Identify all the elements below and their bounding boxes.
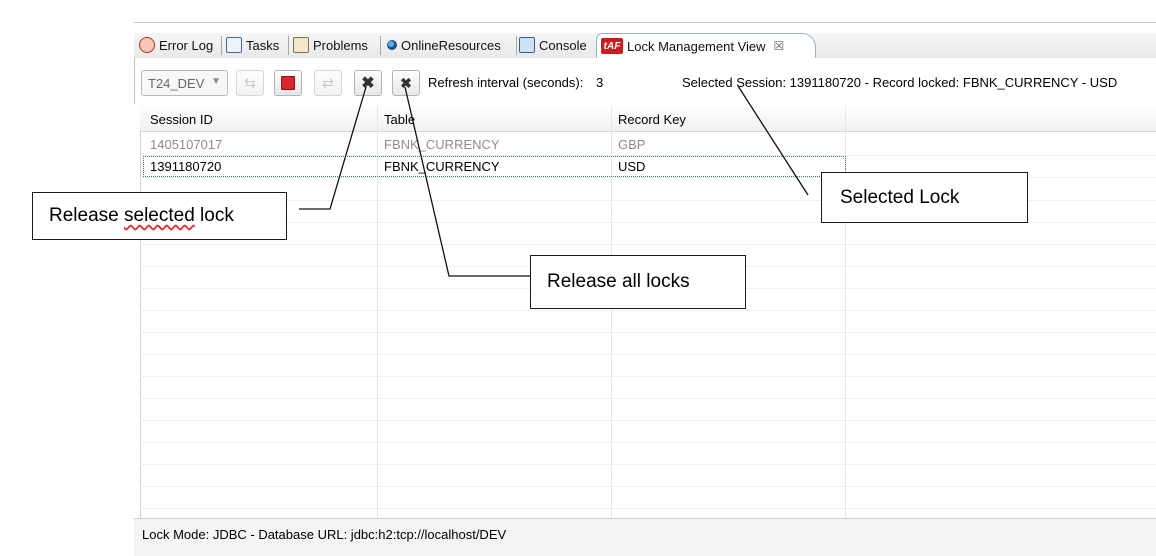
chevron-down-icon: ▼ bbox=[211, 76, 221, 87]
tab-label: Lock Management View bbox=[627, 38, 766, 54]
tab-problems[interactable]: Problems bbox=[290, 33, 381, 57]
tab-label: Error Log bbox=[159, 37, 214, 53]
tab-label: OnlineResources bbox=[401, 37, 501, 53]
refresh-interval-input[interactable] bbox=[594, 72, 668, 92]
online-resources-icon bbox=[387, 40, 397, 50]
table-gridline bbox=[140, 222, 1156, 223]
stop-button[interactable] bbox=[274, 70, 302, 96]
tab-label: Tasks bbox=[246, 37, 280, 53]
error-log-icon bbox=[139, 37, 155, 53]
tab-lock-management-view[interactable]: tAF Lock Management View ☒ bbox=[596, 33, 816, 58]
table-gridline bbox=[140, 464, 1156, 465]
callout-release-all-locks: Release all locks bbox=[530, 255, 746, 309]
tab-tasks[interactable]: Tasks bbox=[223, 33, 289, 57]
tab-label: Console bbox=[539, 37, 587, 53]
environment-value: T24_DEV bbox=[148, 75, 205, 91]
release-selected-lock-button[interactable]: ✖ bbox=[354, 70, 382, 96]
callout-text-c: lock bbox=[194, 205, 234, 226]
cell-table: FBNK_CURRENCY bbox=[384, 137, 500, 152]
callout-text: Release all locks bbox=[547, 271, 690, 292]
table-gridline bbox=[140, 332, 1156, 333]
table-gridline bbox=[140, 420, 1156, 421]
taf-icon: tAF bbox=[601, 38, 623, 54]
close-icon[interactable]: ☒ bbox=[773, 39, 785, 53]
column-header-table[interactable]: Table bbox=[384, 112, 416, 127]
tab-label: Problems bbox=[313, 37, 368, 53]
table-gridline bbox=[140, 310, 1156, 311]
table-row[interactable]: 1405107017 FBNK_CURRENCY GBP bbox=[140, 134, 1156, 156]
callout-text: Selected Lock bbox=[840, 186, 960, 208]
table-gridline bbox=[140, 486, 1156, 487]
cell-session-id: 1391180720 bbox=[150, 159, 222, 174]
view-tab-bar: Error Log Tasks Problems OnlineResources… bbox=[134, 33, 1156, 59]
callout-text-b: selected bbox=[124, 205, 195, 226]
callout-selected-lock: Selected Lock bbox=[821, 172, 1028, 223]
tasks-icon bbox=[226, 37, 242, 53]
problems-icon bbox=[293, 37, 309, 53]
cell-table: FBNK_CURRENCY bbox=[384, 159, 500, 174]
connect-button[interactable]: ⇆ bbox=[236, 70, 264, 96]
column-header-record-key[interactable]: Record Key bbox=[618, 112, 686, 127]
table-gridline bbox=[140, 244, 1156, 245]
selected-lock-info: Selected Session: 1391180720 - Record lo… bbox=[682, 75, 1118, 90]
environment-select[interactable]: T24_DEV ▼ bbox=[141, 70, 228, 96]
tab-console[interactable]: Console bbox=[516, 33, 595, 57]
cell-record-key: GBP bbox=[618, 137, 646, 152]
console-icon bbox=[519, 37, 535, 53]
callout-text-a: Release bbox=[49, 205, 124, 226]
table-gridline bbox=[140, 442, 1156, 443]
table-gridline bbox=[140, 354, 1156, 355]
connect-icon: ⇆ bbox=[244, 74, 256, 91]
table-gridline bbox=[140, 508, 1156, 509]
column-header-session-id[interactable]: Session ID bbox=[150, 112, 213, 127]
release-lock-icon: ✖ bbox=[361, 75, 375, 92]
callout-release-selected-lock: Release selected lock bbox=[32, 192, 287, 240]
tab-online-resources[interactable]: OnlineResources bbox=[382, 33, 517, 57]
table-gridline bbox=[140, 398, 1156, 399]
stop-icon bbox=[281, 76, 295, 90]
release-all-locks-button[interactable]: ✖ bbox=[392, 70, 420, 96]
refresh-icon: ⇄ bbox=[322, 74, 334, 91]
table-gridline bbox=[140, 200, 1156, 201]
tab-error-log[interactable]: Error Log bbox=[136, 33, 222, 57]
refresh-button[interactable]: ⇄ bbox=[314, 70, 342, 96]
cell-record-key: USD bbox=[618, 159, 646, 174]
cell-session-id: 1405107017 bbox=[150, 137, 223, 152]
release-all-icon: ✖ bbox=[400, 74, 412, 91]
status-bar bbox=[134, 518, 1156, 556]
status-text: Lock Mode: JDBC - Database URL: jdbc:h2:… bbox=[142, 527, 507, 542]
refresh-interval-label: Refresh interval (seconds): bbox=[428, 75, 584, 90]
table-gridline bbox=[140, 376, 1156, 377]
window-top-edge bbox=[134, 22, 1156, 23]
